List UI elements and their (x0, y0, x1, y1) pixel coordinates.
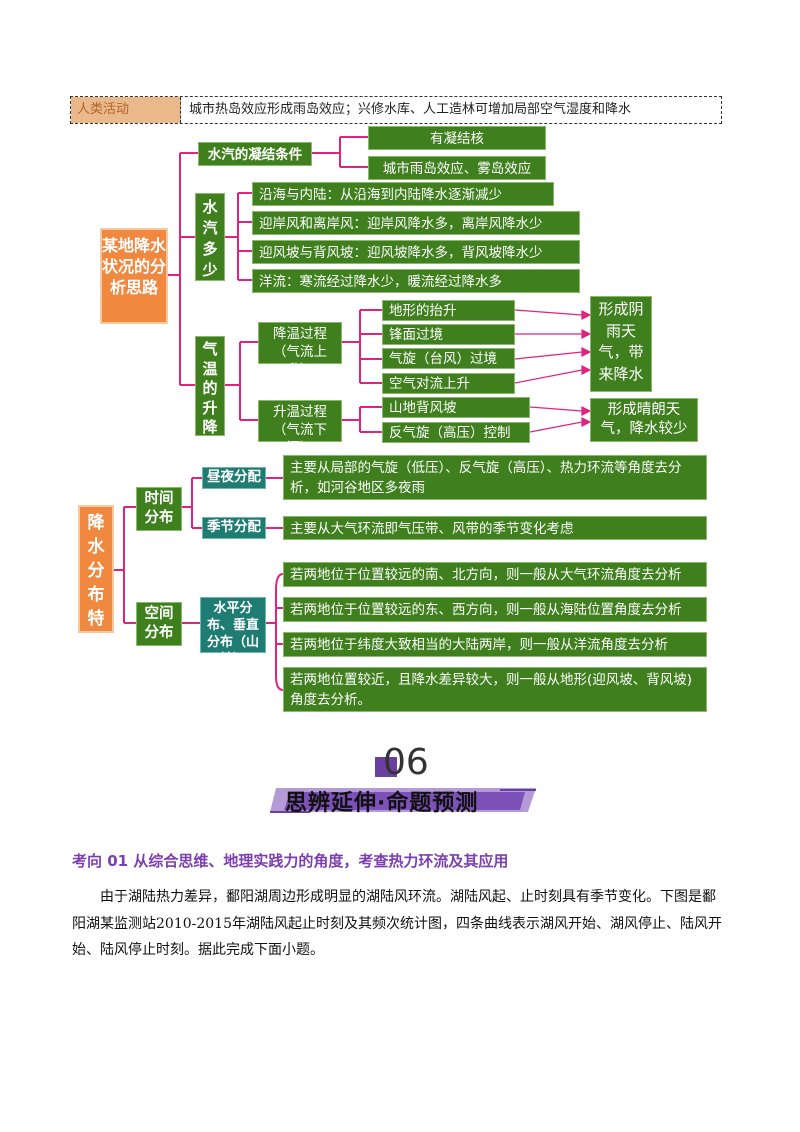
temperature-node: 气温的升降 (195, 336, 225, 436)
question-paragraph: 由于湖陆热力差异，鄱阳湖周边形成明显的湖陆风环流。湖陆风起、止时刻具有季节变化。… (72, 889, 722, 958)
seasonal-text: 主要从大气环流即气压带、风带的季节变化考虑 (283, 516, 707, 540)
precip-analysis-root: 某地降水状况的分析思路 (100, 228, 168, 324)
human-activity-row: 人类活动 城市热岛效应形成雨岛效应；兴修水库、人工造林可增加局部空气湿度和降水 (70, 96, 722, 124)
seasonal-node: 季节分配 (202, 517, 266, 539)
section-title-bar (270, 788, 536, 813)
diurnal-node: 昼夜分配 (202, 467, 266, 489)
cooling-item-cyclone: 气旋（台风）过境 (382, 348, 515, 369)
condensation-nuclei-item: 有凝结核 (368, 126, 546, 150)
kaoxiang-heading: 考向 01 从综合思维、地理实践力的角度，考查热力环流及其应用 (72, 852, 509, 870)
cooling-item-front: 锋面过境 (382, 324, 515, 345)
warming-item-anticyclone: 反气旋（高压）控制 (382, 422, 530, 443)
vapor-item-current: 洋流：寒流经过降水少，暖流经过降水多 (252, 269, 580, 293)
warming-process-node: 升温过程（气流下沉） (258, 400, 342, 456)
horizontal-vertical-node: 水平分布、垂直分布（山地） (200, 597, 266, 667)
section-number-accent (375, 757, 397, 777)
rain-island-item: 城市雨岛效应、雾岛效应 (368, 156, 546, 180)
time-distribution-node: 时间分布 (136, 487, 182, 531)
human-activity-label: 人类活动 (71, 97, 181, 123)
cooling-result: 形成阴雨天气，带来降水 (590, 296, 652, 392)
human-activity-text: 城市热岛效应形成雨岛效应；兴修水库、人工造林可增加局部空气湿度和降水 (189, 102, 632, 117)
space-item-ew: 若两地位于位置较远的东、西方向，则一般从海陆位置角度去分析 (283, 597, 707, 622)
warming-item-leeward: 山地背风坡 (382, 397, 530, 418)
cooling-process-node: 降温过程（气流上升） (258, 322, 342, 378)
vapor-item-coast: 沿海与内陆：从沿海到内陆降水逐渐减少 (252, 182, 554, 206)
space-item-coasts: 若两地位于纬度大致相当的大陆两岸，则一般从洋流角度去分析 (283, 632, 707, 657)
section-title: 思辨延伸·命题预测 (285, 791, 479, 816)
condensation-node: 水汽的凝结条件 (198, 142, 312, 166)
diurnal-text: 主要从局部的气旋（低压）、反气旋（高压）、热力环流等角度去分析，如河谷地区多夜雨 (283, 455, 707, 500)
vapor-item-onshore: 迎岸风和离岸风：迎岸风降水多，离岸风降水少 (252, 211, 580, 235)
space-item-ns: 若两地位于位置较远的南、北方向，则一般从大气环流角度去分析 (283, 562, 707, 587)
cooling-item-convection: 空气对流上升 (382, 373, 515, 394)
cooling-item-terrain: 地形的抬升 (382, 300, 515, 321)
vapor-item-windward: 迎风坡与背风坡：迎风坡降水多，背风坡降水少 (252, 240, 580, 264)
mindmap-connectors (114, 136, 592, 691)
precip-distribution-root: 降水分布特征 (78, 505, 114, 653)
space-distribution-node: 空间分布 (136, 602, 182, 646)
space-item-terrain: 若两地位置较近，且降水差异较大，则一般从地形(迎风坡、背风坡)角度去分析。 (283, 667, 707, 712)
vapor-node: 水汽多少 (195, 193, 225, 281)
section-number: 06 (383, 742, 429, 783)
warming-result: 形成晴朗天气，降水较少 (590, 398, 698, 442)
